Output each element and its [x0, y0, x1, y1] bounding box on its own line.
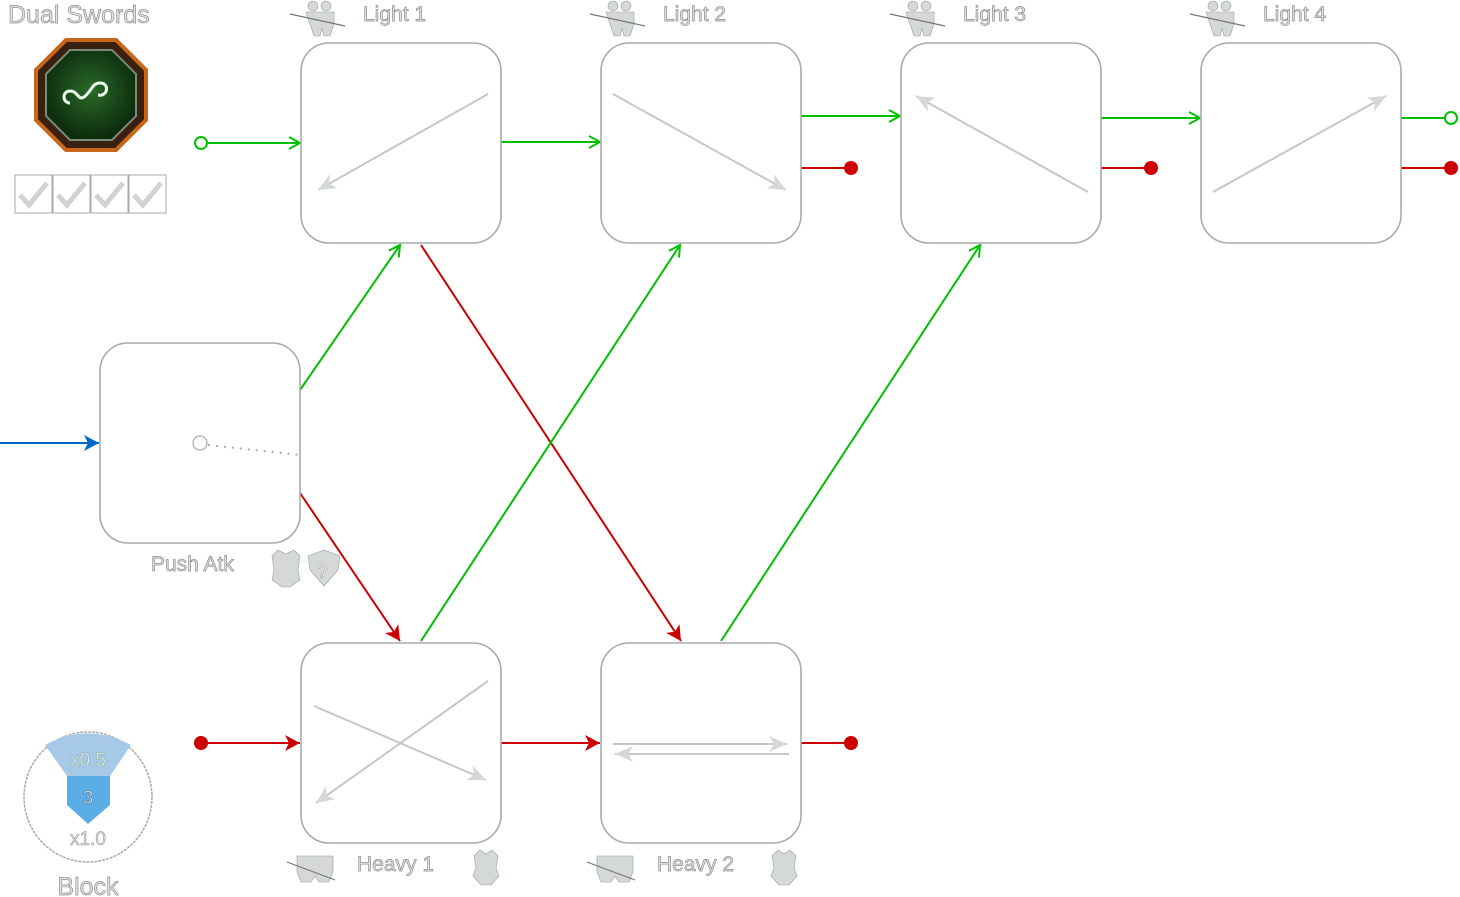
- block-top-multiplier: x0.5: [70, 750, 106, 771]
- node-label-heavy2: Heavy 2: [657, 853, 734, 876]
- swing-direction-icon: [612, 93, 787, 191]
- edge-heavy2-light3: [720, 245, 980, 642]
- node-heavy1[interactable]: [300, 642, 502, 844]
- node-label-light1: Light 1: [363, 3, 426, 26]
- svg-text:?: ?: [317, 562, 327, 582]
- edge-push-heavy1: [299, 492, 401, 642]
- block-bottom-multiplier: x1.0: [70, 829, 106, 850]
- end-point: [844, 736, 858, 750]
- duo-attack-icon: [289, 0, 346, 37]
- heavy-entry-point: [194, 736, 208, 750]
- node-light1[interactable]: [300, 42, 502, 244]
- node-light2[interactable]: [600, 42, 802, 244]
- push-origin-icon: [192, 435, 208, 451]
- block-value-shield: [67, 776, 110, 824]
- swing-direction-icon: [1212, 95, 1387, 193]
- node-label-push: Push Atk: [151, 553, 234, 576]
- node-light4[interactable]: [1200, 42, 1402, 244]
- completion-checks: [14, 174, 167, 214]
- node-label-light2: Light 2: [663, 3, 726, 26]
- node-light3[interactable]: [900, 42, 1102, 244]
- swing-direction-icon: [315, 680, 489, 804]
- connections: [0, 111, 1458, 751]
- swirl-emblem-icon: [34, 38, 148, 152]
- loop-point: [1444, 111, 1458, 125]
- block-label: Block: [57, 873, 119, 897]
- node-heavy2[interactable]: [600, 642, 802, 844]
- end-point: [844, 161, 858, 175]
- swing-direction-icon: [915, 95, 1089, 193]
- check-icon: [52, 174, 91, 214]
- block-gauge: x0.5 3 x1.0: [23, 731, 153, 863]
- check-icon: [14, 174, 53, 214]
- armor-icon: [472, 849, 500, 886]
- duo-attack-icon: [589, 0, 646, 37]
- check-icon: [128, 174, 167, 214]
- weapon-title: Dual Swords: [8, 1, 150, 29]
- armor-unknown-icon: ?: [307, 549, 341, 587]
- edge-heavy1-light2: [420, 245, 680, 642]
- duo-attack-icon: [889, 0, 946, 37]
- node-label-light3: Light 3: [963, 3, 1026, 26]
- armor-icon: [271, 549, 301, 588]
- swing-direction-icon: [317, 93, 489, 191]
- block-value: 3: [83, 788, 94, 809]
- end-point: [1444, 161, 1458, 175]
- light-entry-point: [194, 136, 208, 150]
- block-multiplier-band: [45, 733, 131, 776]
- heavy-duo-icon: [286, 855, 336, 883]
- node-label-heavy1: Heavy 1: [357, 853, 434, 876]
- edge-push-light1: [299, 245, 400, 391]
- armor-icon: [770, 849, 798, 886]
- heavy-duo-icon: [586, 855, 636, 883]
- duo-attack-icon: [1189, 0, 1246, 37]
- check-icon: [90, 174, 129, 214]
- node-label-light4: Light 4: [1263, 3, 1326, 26]
- end-point: [1144, 161, 1158, 175]
- node-push-attack[interactable]: [99, 342, 301, 544]
